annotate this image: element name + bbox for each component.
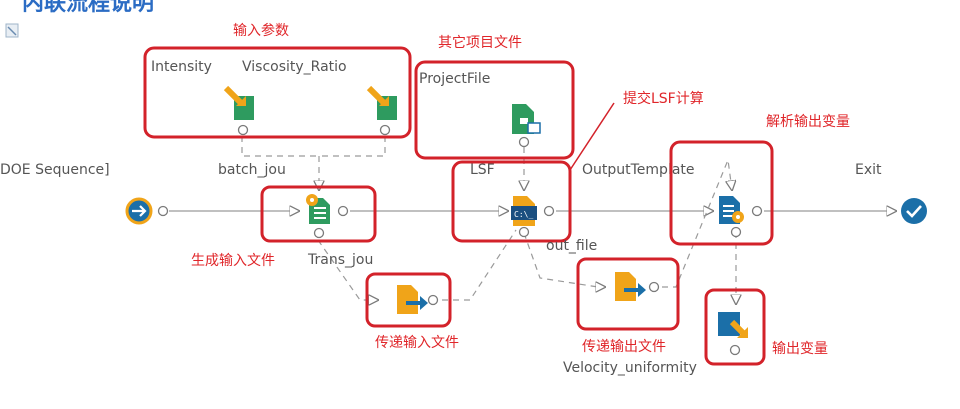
output-var-highlight xyxy=(704,288,766,366)
lsf-highlight xyxy=(451,160,572,243)
data-link-connectors xyxy=(241,136,736,304)
parse-output-highlight xyxy=(669,140,774,246)
gen-input-highlight xyxy=(260,185,377,243)
lsf-annotation: 提交LSF计算 xyxy=(623,90,704,107)
gen-input-annotation: 生成输入文件 xyxy=(191,253,275,269)
file-transfer-icon[interactable] xyxy=(397,285,439,314)
intensity-import-icon[interactable] xyxy=(223,85,254,136)
input-params-annotation: 输入参数 xyxy=(233,22,289,39)
doe-sequence-label: DOE Sequence] xyxy=(0,162,110,178)
output-var-annotation: 输出变量 xyxy=(772,341,828,357)
project-file-label: ProjectFile xyxy=(419,71,490,87)
export-icon[interactable] xyxy=(718,312,749,356)
lsf-annotation-pointer xyxy=(569,102,615,171)
viscosity-ratio-label: Viscosity_Ratio xyxy=(242,59,347,75)
template-gear-icon[interactable] xyxy=(719,196,763,238)
velocity-uniformity-label: Velocity_uniformity xyxy=(563,360,697,376)
start-icon[interactable] xyxy=(125,197,169,225)
exit-check-icon[interactable] xyxy=(901,198,927,224)
transfer-output-highlight xyxy=(576,257,680,331)
intensity-label: Intensity xyxy=(151,59,212,75)
corner-image-icon xyxy=(5,23,19,38)
command-file-icon[interactable]: C:\_ xyxy=(511,196,555,238)
project-file-icon[interactable] xyxy=(512,104,541,148)
batch-jou-label: batch_jou xyxy=(218,162,286,178)
project-file-highlight xyxy=(414,60,575,160)
exit-label: Exit xyxy=(855,162,882,178)
input-params-highlight xyxy=(143,46,412,139)
parse-output-annotation: 解析输出变量 xyxy=(766,114,850,130)
transfer-input-annotation: 传递输入文件 xyxy=(375,335,459,351)
viscosity-import-icon[interactable] xyxy=(366,85,397,136)
page-title: 内联流程说明 xyxy=(22,0,154,16)
svg-text:C:\_: C:\_ xyxy=(514,210,533,219)
transfer-output-annotation: 传递输出文件 xyxy=(582,339,666,355)
script-gear-icon[interactable] xyxy=(306,194,349,239)
project-file-annotation: 其它项目文件 xyxy=(438,34,522,51)
out-file-label: out_file xyxy=(546,238,597,254)
transfer-input-highlight xyxy=(365,272,452,328)
lsf-label: LSF xyxy=(470,162,495,178)
output-template-label: OutputTemplate xyxy=(582,162,695,178)
trans-jou-label: Trans_jou xyxy=(307,252,373,268)
file-transfer-icon[interactable] xyxy=(615,272,660,301)
